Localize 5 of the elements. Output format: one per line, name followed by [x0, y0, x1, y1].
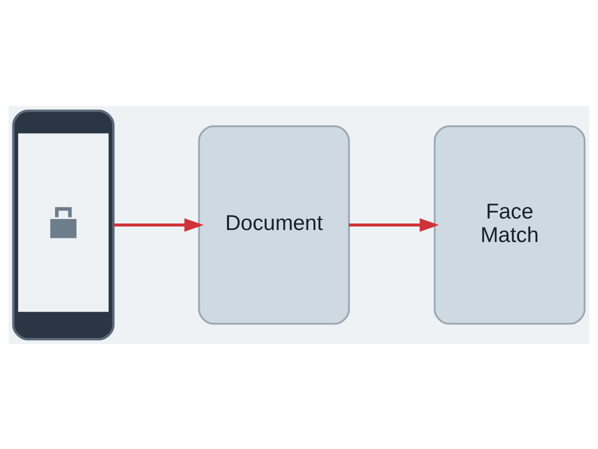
node-phone [12, 109, 115, 340]
node-box: Document [198, 124, 350, 324]
arrow [349, 218, 440, 232]
arrow [113, 218, 204, 232]
node-box: Face Match [434, 124, 586, 324]
